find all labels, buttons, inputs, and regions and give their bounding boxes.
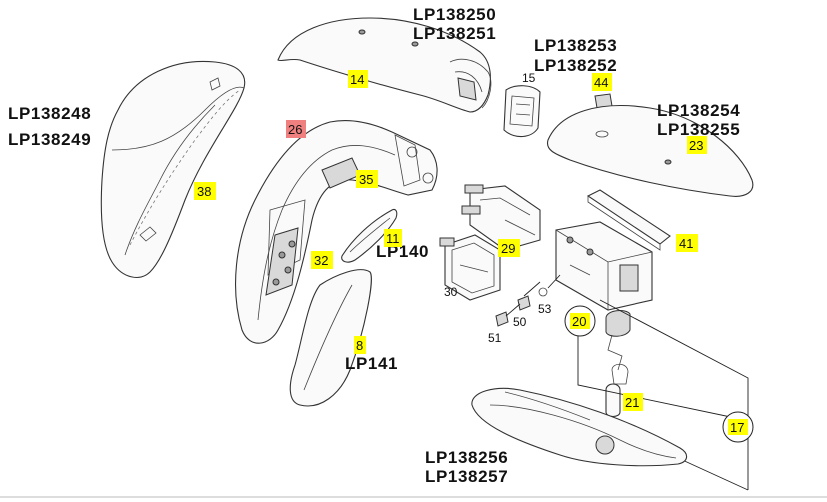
part-number-labels: LP138250 LP138251 LP138253 LP138252 LP13… [8, 5, 740, 486]
part-electronics-box[interactable] [555, 221, 653, 311]
callout-53: 53 [538, 302, 552, 316]
part-11-side-glass[interactable] [341, 208, 398, 263]
callout-44: 44 [594, 75, 608, 90]
callout-23: 23 [689, 138, 703, 153]
callout-8: 8 [356, 338, 363, 353]
callout-51: 51 [488, 331, 502, 345]
part-41-bar[interactable] [586, 189, 671, 251]
part-number: LP141 [345, 354, 398, 373]
part-number: LP140 [376, 242, 429, 261]
callout-highlight [194, 182, 216, 200]
callout-30: 30 [444, 285, 458, 299]
callout-highlight [687, 136, 707, 154]
part-30-motor[interactable] [439, 234, 501, 301]
assembly-17-bounds [577, 299, 749, 491]
part-23-lower-cover[interactable] [546, 105, 754, 197]
callout-17: 17 [730, 420, 744, 435]
callout-highlight [354, 336, 366, 354]
part-29-bracket[interactable] [461, 184, 541, 251]
callout-20: 20 [572, 314, 586, 329]
callout-highlight [570, 313, 590, 329]
callout-15: 15 [522, 71, 536, 85]
part-51-screw[interactable] [495, 303, 521, 327]
callout-highlight [623, 393, 643, 411]
callout-21: 21 [625, 395, 639, 410]
part-number: LP138254 [657, 101, 740, 120]
callout-highlight [384, 229, 402, 247]
part-number: LP138252 [534, 56, 617, 75]
part-number: LP138255 [657, 120, 740, 139]
part-number: LP138250 [413, 5, 496, 24]
callout-highlight [676, 234, 698, 252]
callout-highlight [498, 239, 520, 257]
part-38-mirror-shell[interactable] [100, 60, 246, 278]
callout-highlight-red [286, 120, 306, 138]
part-number: LP138248 [8, 104, 91, 123]
part-53-washer[interactable] [538, 274, 561, 297]
part-number: LP138256 [425, 448, 508, 467]
part-number: LP138251 [413, 24, 496, 43]
callout-35: 35 [359, 172, 373, 187]
part-8-mirror-glass[interactable] [289, 269, 372, 407]
callout-26: 26 [288, 122, 302, 137]
part-50-screw[interactable] [517, 281, 541, 311]
callout-11: 11 [386, 231, 400, 246]
part-26-mirror-housing[interactable] [235, 119, 438, 344]
callout-41: 41 [679, 236, 693, 251]
part-number: LP138249 [8, 130, 91, 149]
callout-highlight [592, 73, 612, 91]
part-number: LP138253 [534, 36, 617, 55]
part-indicator-lens[interactable] [471, 387, 688, 467]
callout-14: 14 [350, 72, 364, 87]
part-15-clip[interactable] [503, 85, 541, 138]
callout-highlight [311, 251, 333, 269]
callout-32: 32 [314, 253, 328, 268]
callout-50: 50 [513, 315, 527, 329]
part-20-bulb-socket[interactable] [605, 310, 631, 385]
callout-29: 29 [501, 241, 515, 256]
callout-labels: 14 15 44 23 26 35 38 11 32 29 41 30 53 [194, 70, 754, 443]
callout-38: 38 [197, 184, 211, 199]
callout-highlight [728, 419, 748, 435]
part-number: LP138257 [425, 467, 508, 486]
callout-highlight [348, 70, 368, 88]
part-21-bulb[interactable] [605, 383, 621, 418]
callout-highlight [356, 170, 378, 188]
part-14-top-cover[interactable] [277, 17, 492, 113]
